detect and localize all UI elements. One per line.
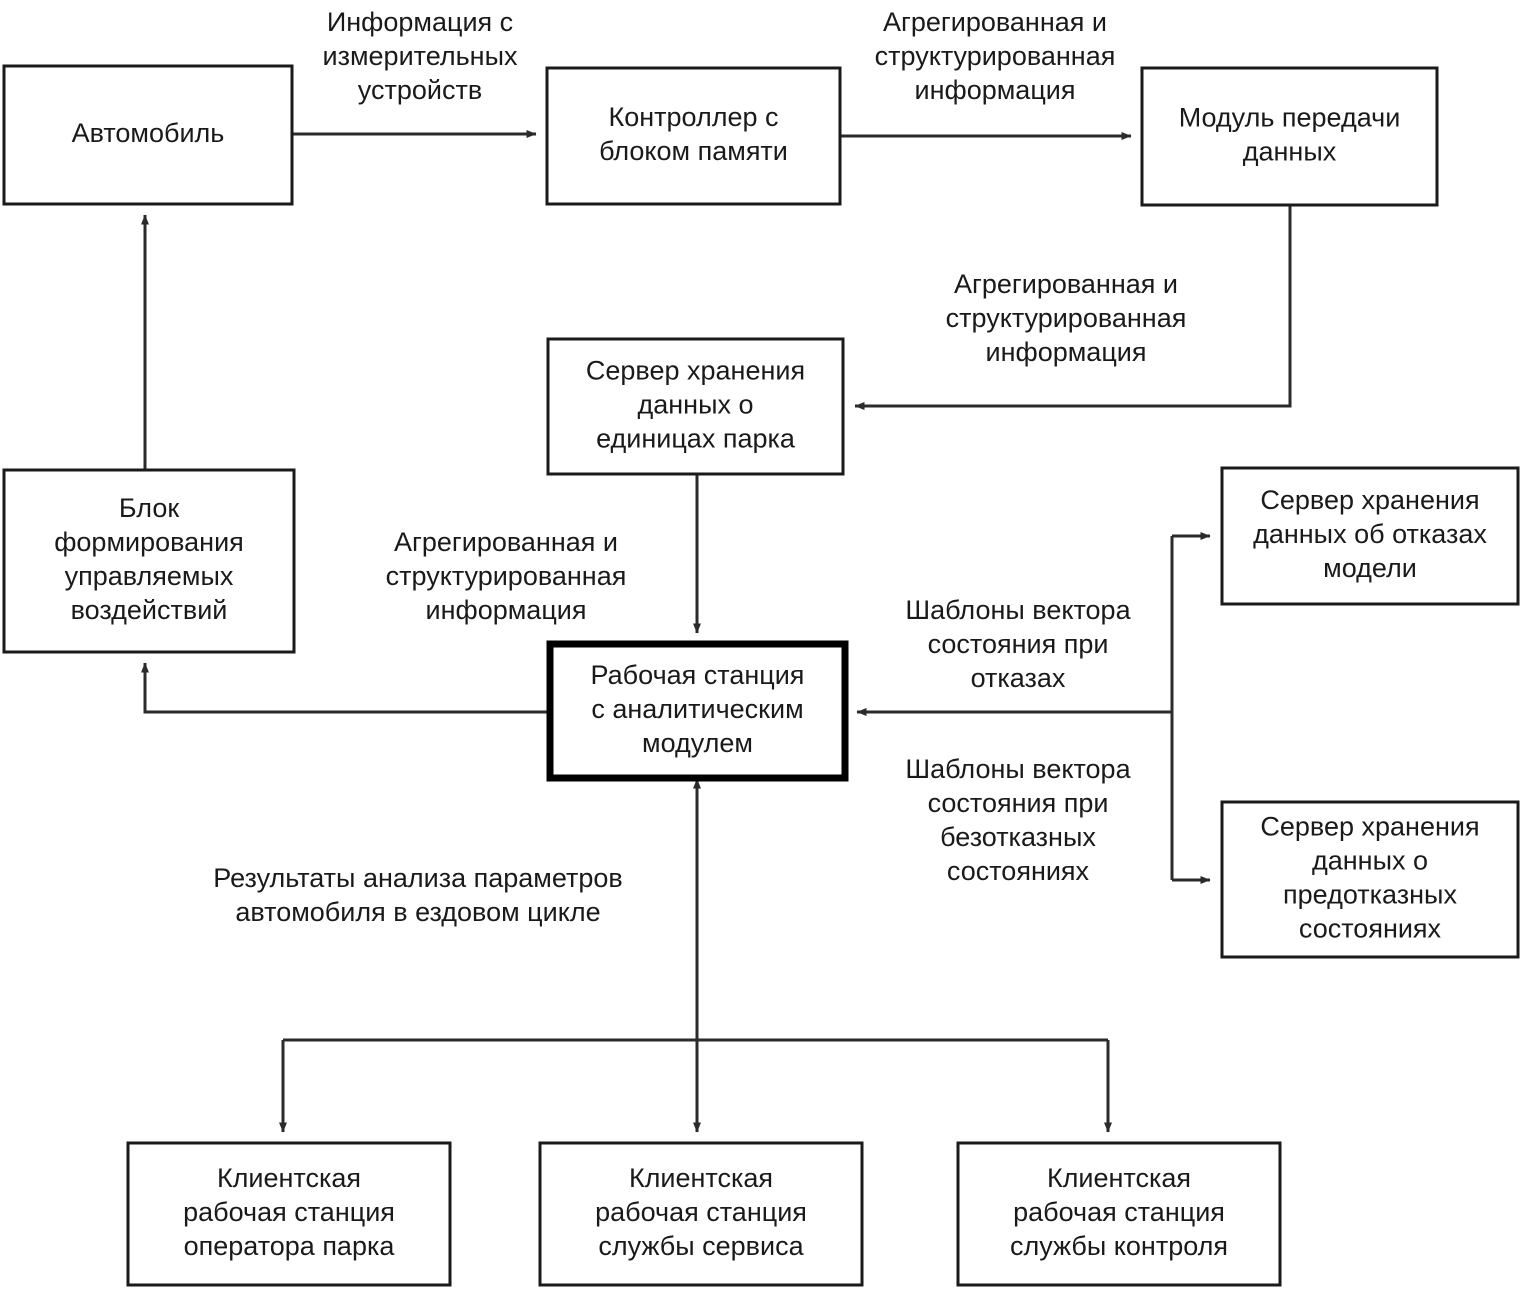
- node-label-line: данных о: [1312, 846, 1428, 876]
- edge-label-line: структурированная: [386, 561, 627, 591]
- node-label-line: рабочая станция: [1013, 1197, 1225, 1227]
- node-label-vehicle: Автомобиль: [72, 118, 225, 148]
- node-transfer-module[interactable]: Модуль передачи данных: [1140, 66, 1439, 207]
- node-label-line: Автомобиль: [72, 118, 225, 148]
- edge-label-line: измерительных: [323, 41, 518, 71]
- edge-label-fault-free-state-vector-templates: Шаблоны вектора состояния при безотказных с…: [905, 754, 1131, 886]
- node-box-controller: [545, 66, 842, 206]
- nodes-layer: Автомобиль Контроллер с блоком памяти Модул…: [2, 64, 1520, 1287]
- edge-label-line: Информация с: [327, 7, 513, 37]
- edge-label-aggregated-info-top: Агрегированная и структурированная информа…: [875, 7, 1116, 105]
- edge-label-line: структурированная: [875, 41, 1116, 71]
- edge-label-aggregated-info-center: Агрегированная и структурированная информа…: [386, 527, 627, 625]
- edge-label-failure-state-vector-templates: Шаблоны вектора состояния при отказах: [905, 595, 1131, 693]
- edge-label-aggregated-info-right: Агрегированная и структурированная информа…: [946, 269, 1187, 367]
- node-label-line: Модуль передачи: [1179, 103, 1401, 133]
- node-label-line: данных об отказах: [1253, 519, 1487, 549]
- node-box-client-operator: [126, 1141, 452, 1287]
- edge-label-line: Результаты анализа параметров: [213, 863, 622, 893]
- edge-label-line: информация: [986, 337, 1147, 367]
- node-label-line: модулем: [642, 728, 753, 758]
- edge-label-analysis-results: Результаты анализа параметров автомобиля …: [213, 863, 622, 927]
- node-box-client-control: [956, 1141, 1282, 1287]
- edge-label-line: Шаблоны вектора: [905, 754, 1131, 784]
- node-label-line: данных о: [637, 390, 753, 420]
- node-box-client-service: [538, 1141, 864, 1287]
- node-label-line: формирования: [54, 527, 244, 557]
- node-control-actions-block[interactable]: Блок формирования управляемых воздействий: [2, 468, 296, 654]
- node-fleet-data-server[interactable]: Сервер хранения данных о единицах парка: [546, 337, 845, 476]
- node-label-client-service: Клиентская рабочая станция службы сервиса: [595, 1163, 807, 1261]
- node-label-failure-data-server: Сервер хранения данных об отказах модели: [1253, 485, 1487, 583]
- node-box-failure-data-server: [1220, 466, 1520, 606]
- edge-label-line: информация: [915, 75, 1076, 105]
- connectors-layer: [141, 130, 1292, 1133]
- connector-workstation-to-control-block: [141, 662, 550, 714]
- edge-label-line: состояниях: [947, 856, 1090, 886]
- node-client-service[interactable]: Клиентская рабочая станция службы сервиса: [538, 1141, 864, 1287]
- node-label-prefailure-data-server: Сервер хранения данных о предотказных состо…: [1260, 812, 1479, 944]
- edge-label-line: Агрегированная и: [883, 7, 1107, 37]
- node-label-client-operator: Клиентская рабочая станция оператора парка: [183, 1163, 395, 1261]
- connector-transfer-module-to-fleet-server: [854, 205, 1292, 410]
- edge-label-line: отказах: [971, 663, 1066, 693]
- edge-label-line: состояния при: [928, 629, 1109, 659]
- edge-label-measurement-info: Информация с измерительных устройств: [323, 7, 518, 105]
- node-controller[interactable]: Контроллер с блоком памяти: [545, 66, 842, 206]
- node-box-analytical-workstation: [546, 640, 849, 782]
- node-label-line: модели: [1323, 553, 1417, 583]
- node-label-fleet-data-server: Сервер хранения данных о единицах парка: [586, 356, 805, 454]
- node-label-line: Сервер хранения: [586, 356, 805, 386]
- node-box-fleet-data-server: [546, 337, 845, 476]
- node-label-line: оператора парка: [184, 1231, 396, 1261]
- node-label-control-actions-block: Блок формирования управляемых воздействий: [54, 493, 244, 625]
- edge-label-line: безотказных: [940, 822, 1096, 852]
- node-label-line: воздействий: [71, 595, 228, 625]
- node-box-transfer-module: [1140, 66, 1439, 207]
- node-failure-data-server[interactable]: Сервер хранения данных об отказах модели: [1220, 466, 1520, 606]
- node-client-operator[interactable]: Клиентская рабочая станция оператора парка: [126, 1141, 452, 1287]
- node-label-analytical-workstation: Рабочая станция с аналитическим модулем: [591, 660, 805, 758]
- node-label-line: предотказных: [1283, 880, 1457, 910]
- node-label-line: состояниях: [1299, 914, 1442, 944]
- node-label-transfer-module: Модуль передачи данных: [1179, 103, 1401, 167]
- node-client-control[interactable]: Клиентская рабочая станция службы контроля: [956, 1141, 1282, 1287]
- node-label-line: Рабочая станция: [591, 660, 805, 690]
- node-label-line: Клиентская: [629, 1163, 773, 1193]
- node-label-line: службы сервиса: [598, 1231, 804, 1261]
- node-label-line: управляемых: [65, 561, 234, 591]
- node-box-control-actions-block: [2, 468, 296, 654]
- node-vehicle[interactable]: Автомобиль: [2, 64, 294, 206]
- node-label-line: блоком памяти: [599, 136, 788, 166]
- node-label-line: с аналитическим: [591, 694, 803, 724]
- node-label-client-control: Клиентская рабочая станция службы контроля: [1010, 1163, 1228, 1261]
- edge-label-line: структурированная: [946, 303, 1187, 333]
- node-label-line: Контроллер с: [608, 102, 778, 132]
- node-label-line: рабочая станция: [595, 1197, 807, 1227]
- node-label-line: данных: [1243, 137, 1337, 167]
- node-label-line: Клиентская: [217, 1163, 361, 1193]
- node-box-vehicle: [2, 64, 294, 206]
- node-analytical-workstation[interactable]: Рабочая станция с аналитическим модулем: [546, 640, 849, 782]
- edge-label-line: Шаблоны вектора: [905, 595, 1131, 625]
- node-label-controller: Контроллер с блоком памяти: [599, 102, 788, 166]
- node-label-line: Сервер хранения: [1260, 485, 1479, 515]
- edge-label-line: Агрегированная и: [394, 527, 618, 557]
- edge-label-line: состояния при: [928, 788, 1109, 818]
- node-label-line: Сервер хранения: [1260, 812, 1479, 842]
- node-label-line: Блок: [119, 493, 179, 523]
- edge-label-line: информация: [426, 595, 587, 625]
- node-label-line: рабочая станция: [183, 1197, 395, 1227]
- node-prefailure-data-server[interactable]: Сервер хранения данных о предотказных состо…: [1220, 800, 1520, 959]
- edge-label-line: автомобиля в ездовом цикле: [235, 897, 600, 927]
- node-label-line: Клиентская: [1047, 1163, 1191, 1193]
- node-label-line: службы контроля: [1010, 1231, 1228, 1261]
- node-label-line: единицах парка: [596, 424, 796, 454]
- edge-label-line: устройств: [358, 75, 482, 105]
- node-box-prefailure-data-server: [1220, 800, 1520, 959]
- edge-label-line: Агрегированная и: [954, 269, 1178, 299]
